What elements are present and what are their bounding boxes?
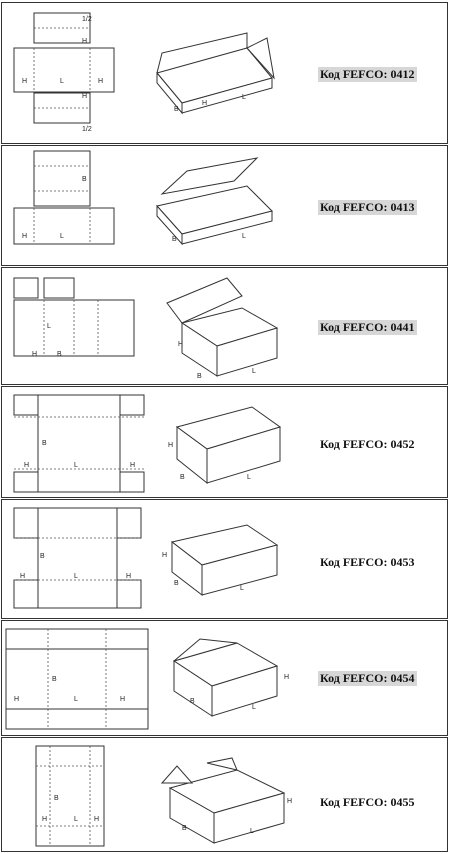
fefco-0452-drawings: H L H B B L H	[13, 394, 282, 493]
dim-h-left: H	[14, 696, 19, 703]
fefco-0454-box-view: B L H	[172, 638, 289, 717]
dim-h-right: H	[94, 816, 99, 823]
box-dim-h: H	[202, 100, 207, 107]
fefco-0441-flat-layout: H B L	[13, 277, 135, 358]
dim-h-right: H	[98, 78, 103, 85]
dim-b: B	[82, 176, 87, 183]
fefco-0454-flat-layout: H L H B	[5, 628, 149, 730]
row-fefco-0453: H L H B B L H Код FEFCO: 0453	[1, 499, 448, 619]
box-dim-l: L	[240, 585, 244, 592]
dim-l: L	[47, 323, 51, 330]
fefco-code-label: Код FEFCO: 0441	[318, 320, 417, 335]
fefco-0441-drawings: H B L H B L	[13, 277, 279, 380]
dim-h-left: H	[22, 78, 27, 85]
box-dim-h: H	[287, 798, 292, 805]
fefco-0454-drawings: H L H B B L H	[5, 628, 289, 730]
row-fefco-0412: H L H H H 1/2 1/2 B L H Код FEFCO: 0412	[1, 2, 448, 144]
box-dim-l: L	[252, 704, 256, 711]
box-dim-h: H	[162, 552, 167, 559]
fefco-0452-box-view: B L H	[168, 406, 282, 485]
fefco-0413-box-view: B L	[156, 157, 273, 246]
dim-l: L	[74, 462, 78, 469]
dim-b: B	[54, 795, 59, 802]
box-dim-h: H	[168, 442, 173, 449]
fefco-0453-box-view: B L H	[162, 524, 279, 597]
fefco-0455-drawings: H L H B B L H	[35, 745, 292, 847]
fefco-0452-flat-layout: H L H B	[13, 394, 145, 493]
box-dim-l: L	[252, 368, 256, 375]
fefco-0412-drawings: H L H H H 1/2 1/2 B L H	[13, 12, 275, 133]
dim-h-right: H	[120, 696, 125, 703]
fefco-code-label: Код FEFCO: 0453	[320, 555, 415, 569]
dim-l: L	[74, 696, 78, 703]
box-dim-b: B	[174, 106, 179, 113]
box-dim-b: B	[182, 825, 187, 832]
fefco-0412-box-view: B L H	[156, 32, 275, 115]
box-dim-b: B	[172, 236, 177, 243]
row-fefco-0452: H L H B B L H Код FEFCO: 0452	[1, 386, 448, 498]
fefco-0455-flat-layout: H L H B	[35, 745, 105, 847]
dim-half-b-bottom: 1/2	[82, 126, 92, 133]
dim-h-bottom: H	[82, 93, 87, 100]
dim-h: H	[22, 233, 27, 240]
dim-h-left: H	[42, 816, 47, 823]
fefco-0453-drawings: H L H B B L H	[13, 507, 279, 609]
box-dim-b: B	[197, 373, 202, 380]
row-fefco-0441: H B L H B L Код FEFCO: 0441	[1, 267, 448, 385]
dim-h: H	[32, 351, 37, 358]
row-fefco-0455: H L H B B L H Код FEFCO: 0455	[1, 737, 448, 852]
dim-l: L	[74, 573, 78, 580]
box-dim-h: H	[178, 341, 183, 348]
dim-h-left: H	[24, 462, 29, 469]
dim-b: B	[52, 676, 57, 683]
dim-l: L	[60, 233, 64, 240]
fefco-0441-box-view: H B L	[166, 277, 279, 380]
box-dim-h: H	[284, 674, 289, 681]
dim-b: B	[40, 553, 45, 560]
fefco-0413-drawings: H L B B L	[13, 150, 273, 246]
box-dim-b: B	[190, 698, 195, 705]
fefco-code-label: Код FEFCO: 0452	[320, 437, 415, 451]
dim-half-b-top: 1/2	[82, 16, 92, 23]
dim-h-right: H	[130, 462, 135, 469]
dim-h-top: H	[82, 38, 87, 45]
box-dim-l: L	[242, 233, 246, 240]
box-dim-l: L	[247, 474, 251, 481]
fefco-code-label: Код FEFCO: 0454	[318, 671, 417, 686]
box-dim-l: L	[242, 94, 246, 101]
dim-h-right: H	[126, 573, 131, 580]
fefco-code-label: Код FEFCO: 0455	[320, 795, 415, 809]
dim-h-left: H	[20, 573, 25, 580]
fefco-0453-flat-layout: H L H B	[13, 507, 142, 609]
box-dim-b: B	[180, 474, 185, 481]
box-dim-b: B	[174, 580, 179, 587]
dim-b: B	[57, 351, 62, 358]
dim-b: B	[42, 440, 47, 447]
row-fefco-0413: H L B B L Код FEFCO: 0413	[1, 145, 448, 266]
fefco-0455-box-view: B L H	[160, 757, 292, 844]
dim-l: L	[74, 816, 78, 823]
fefco-0413-flat-layout: H L B	[13, 150, 115, 245]
row-fefco-0454: H L H B B L H Код FEFCO: 0454	[1, 620, 448, 736]
fefco-code-label: Код FEFCO: 0413	[318, 200, 417, 215]
dim-l: L	[60, 78, 64, 85]
fefco-code-label: Код FEFCO: 0412	[318, 67, 417, 82]
fefco-0412-flat-layout: H L H H H 1/2 1/2	[13, 12, 115, 133]
box-dim-l: L	[250, 828, 254, 835]
